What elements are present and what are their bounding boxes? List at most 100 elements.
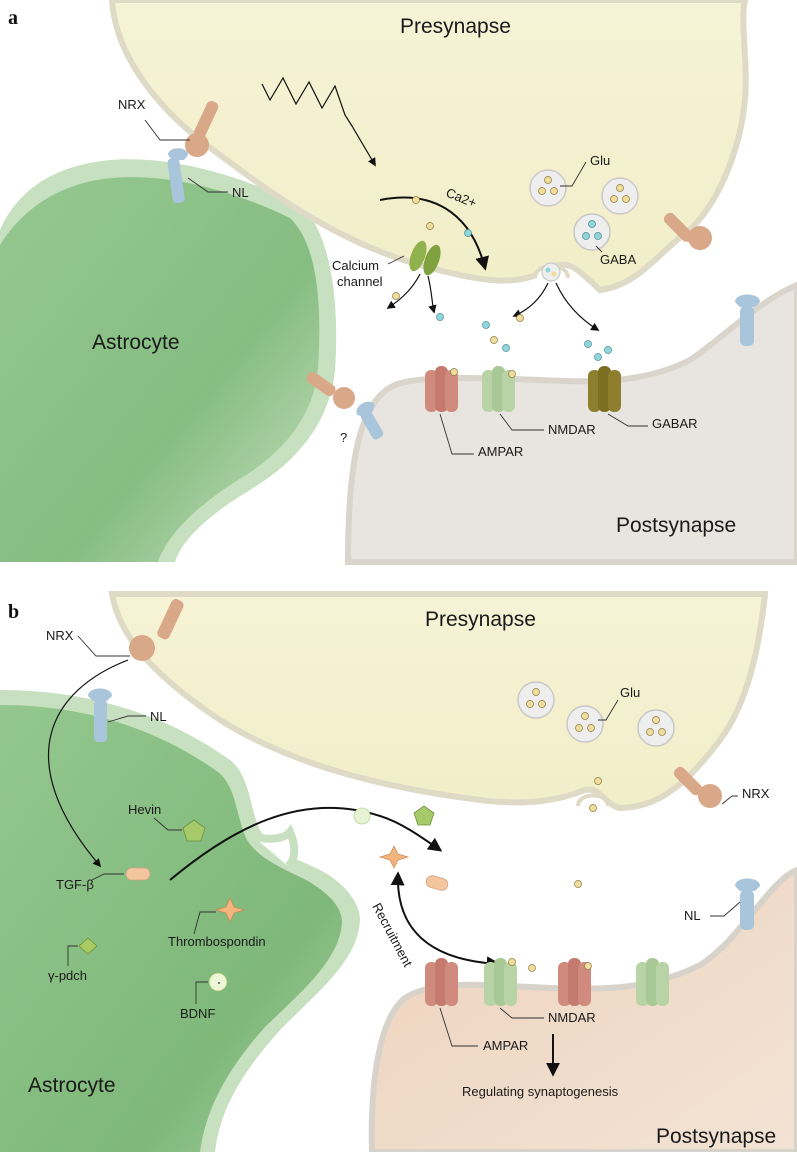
hevin-shape (182, 819, 206, 842)
gaba-label: GABA (600, 252, 636, 267)
bdnf-leader (195, 981, 208, 1004)
release-vesicle (541, 262, 561, 282)
panel-b-astrocyte-label: Astrocyte (28, 1074, 116, 1097)
nl-protein-right-b (735, 878, 760, 930)
ion-dot (436, 313, 444, 321)
nrx-right-leader-b (721, 795, 738, 805)
panel-a-postsynapse-label: Postsynapse (616, 514, 736, 537)
thrombospondin-shape (214, 897, 246, 923)
ca-ion (412, 196, 420, 204)
nl-right-leader-b (710, 901, 741, 917)
ampar-receptor (425, 366, 458, 412)
nrx-to-tgf-arrow (47, 659, 129, 868)
calcium-label-1: Calcium (332, 258, 379, 273)
nl-leader-b (107, 715, 146, 723)
glu-dot-b (589, 804, 597, 812)
ion-dot (392, 292, 400, 300)
recruitment-label: Recruitment (369, 900, 415, 969)
gabar-receptor (588, 366, 621, 412)
calcium-leader (387, 255, 405, 265)
ampar-label-b: AMPAR (483, 1038, 528, 1053)
panel-a-presynapse-label: Presynapse (400, 15, 511, 38)
nrx-leader-b (77, 635, 130, 657)
release-arrow-right (555, 282, 600, 331)
astro-nl (356, 401, 384, 440)
ampar-receptor-b2 (558, 958, 592, 1006)
nmdar-receptor-b (484, 958, 517, 1006)
released-hevin (413, 805, 435, 826)
nmdar-label-b: NMDAR (548, 1010, 596, 1025)
thrombospondin-leader (193, 911, 216, 935)
glu-vesicle-b1 (517, 681, 555, 719)
gaba-vesicle (573, 213, 611, 251)
glu-dot (490, 336, 498, 344)
ca-ion (464, 229, 472, 237)
nrx-right-label-b: NRX (742, 786, 770, 801)
bdnf-dot (218, 982, 220, 984)
bdnf-shape (208, 972, 228, 992)
glu-label: Glu (590, 153, 610, 168)
tgf-label: TGF-β (56, 877, 94, 892)
pdch-shape (78, 937, 98, 955)
panel-a-postsynapse (344, 281, 797, 565)
channel-arrow-right (427, 275, 437, 314)
glu-label-b: Glu (620, 685, 640, 700)
nl-leader (187, 177, 228, 193)
tgf-shape (125, 867, 151, 881)
nl-protein-right (735, 294, 760, 346)
glu-dot-b (528, 964, 536, 972)
bdnf-label: BDNF (180, 1006, 215, 1021)
panel-b-letter: b (8, 601, 19, 623)
nrx-protein-right-b (673, 766, 722, 808)
calcium-channel (409, 240, 441, 276)
nl-label-b: NL (150, 709, 167, 724)
gaba-dot (594, 353, 602, 361)
astrocyte-release-notch (245, 824, 299, 870)
panel-b: b Presynapse Astrocyte Postsynapse NRX N… (0, 591, 797, 1152)
nmdar-receptor (482, 366, 516, 412)
nmdar-leader-b (499, 1007, 544, 1019)
ampar-label: AMPAR (478, 444, 523, 459)
nrx-protein-b (129, 599, 184, 661)
ampar-receptor-b (425, 958, 458, 1006)
glu-dot (516, 314, 524, 322)
nl-label: NL (232, 185, 249, 200)
nrx-protein (185, 100, 219, 157)
regulating-label: Regulating synaptogenesis (462, 1084, 619, 1099)
release-arrow-left (512, 282, 549, 318)
panel-a-astrocyte-core (0, 177, 320, 562)
ampar-leader (439, 413, 474, 455)
panel-b-astrocyte-core (0, 705, 342, 1152)
thrombospondin-label: Thrombospondin (168, 934, 266, 949)
nrx-label: NRX (118, 97, 146, 112)
ca-influx-arrow (379, 196, 489, 271)
glu-vesicle-b2 (566, 705, 604, 743)
ampar-leader-b (439, 1007, 478, 1047)
gaba-dot (604, 346, 612, 354)
panel-a-astrocyte-label: Astrocyte (92, 331, 180, 354)
gaba-dot (584, 340, 592, 348)
panel-a-letter: a (8, 7, 18, 29)
nl-protein (167, 148, 188, 204)
nrx-leader (144, 119, 190, 141)
gaba-dot (502, 344, 510, 352)
glu-dot-b (574, 880, 582, 888)
astro-nrx (306, 371, 355, 409)
nrx-label-b: NRX (46, 628, 74, 643)
ca-ion (426, 222, 434, 230)
secretion-arrow (169, 806, 443, 881)
gaba-leader (595, 245, 603, 253)
panel-b-postsynapse (368, 866, 797, 1152)
nl-protein-b (88, 688, 112, 742)
recruitment-arrow (390, 871, 501, 971)
nmdar-receptor-b2 (636, 958, 669, 1006)
glu-leader (560, 161, 587, 187)
hevin-label: Hevin (128, 802, 161, 817)
panel-b-postsynapse-label: Postsynapse (656, 1125, 776, 1148)
question-label: ? (340, 430, 347, 445)
hevin-leader (153, 817, 182, 831)
nrx-protein-right (663, 212, 712, 250)
panel-b-presynapse-label: Presynapse (425, 608, 536, 631)
